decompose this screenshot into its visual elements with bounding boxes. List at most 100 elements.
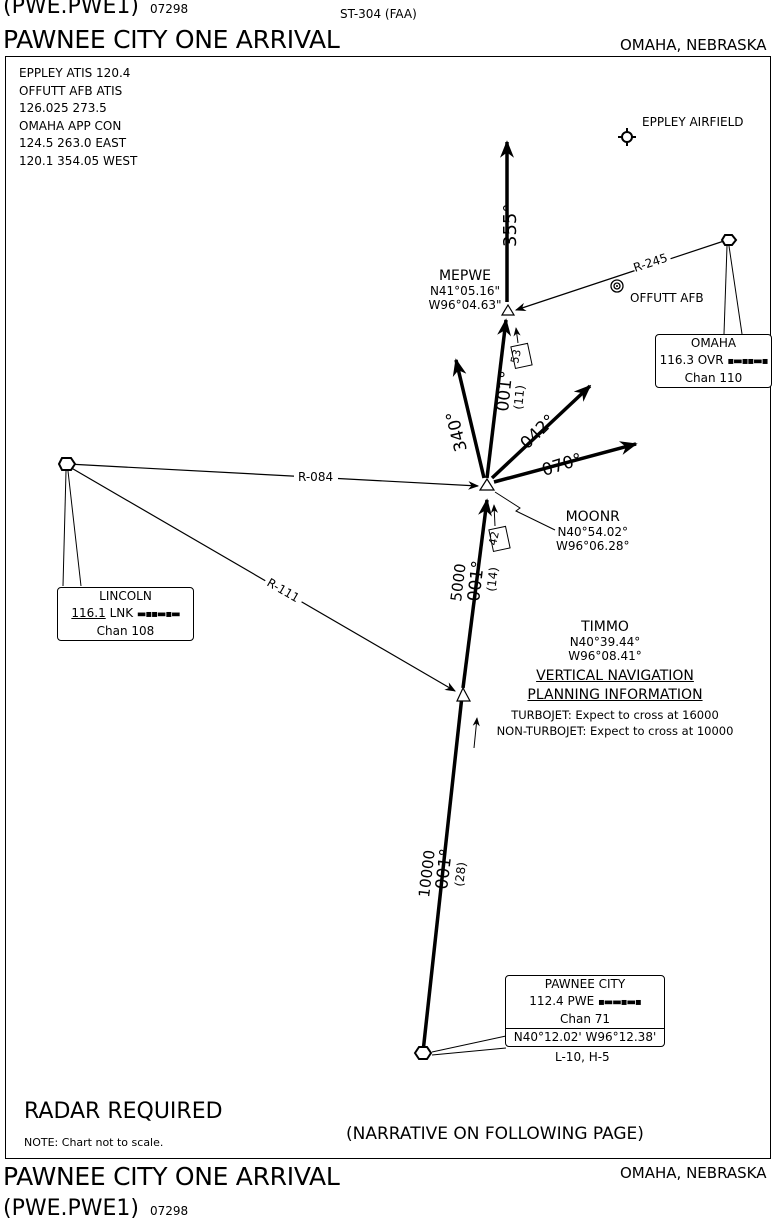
narrative-note: (NARRATIVE ON FOLLOWING PAGE) xyxy=(346,1124,644,1144)
moonr-lat: N40°54.02° xyxy=(557,525,629,539)
lincoln-name: LINCOLN xyxy=(99,589,152,603)
page-title-bottom: PAWNEE CITY ONE ARRIVAL xyxy=(3,1162,340,1191)
r084-line xyxy=(67,463,480,490)
comms-line: 126.025 273.5 xyxy=(19,101,107,115)
low-dist-label: (28) xyxy=(452,861,469,887)
vnav-block: VERTICAL NAVIGATION PLANNING INFORMATION… xyxy=(480,668,750,738)
procedure-code-text: (PWE.PWE1) xyxy=(3,0,139,19)
lincoln-leader xyxy=(62,470,67,587)
leg-070 xyxy=(493,441,638,484)
moonr-lon: W96°06.28° xyxy=(556,539,630,553)
comms-line: OMAHA APP CON xyxy=(19,118,122,133)
lincoln-chan: Chan 108 xyxy=(96,624,155,638)
lincoln-ident: LNK xyxy=(109,606,134,620)
mepwe-course-label: 001° xyxy=(493,370,517,413)
mepwe-dme-label: 53 xyxy=(508,348,524,364)
lincoln-vor-symbol xyxy=(57,457,77,471)
mepwe-dist-label: (11) xyxy=(511,384,527,410)
r084-label-bg xyxy=(294,468,338,484)
leg-moonr-mepwe xyxy=(485,318,512,479)
moonr-fix-symbol xyxy=(478,477,496,491)
vnav-title-1: VERTICAL NAVIGATION xyxy=(536,668,694,684)
moonr-dme-box xyxy=(488,525,511,553)
omaha-freq: 116.3 xyxy=(659,353,694,367)
lincoln-navaid-box: LINCOLN 116.1 LNK ▬▪▪▬▪▬ Chan 108 xyxy=(57,587,194,641)
course-070-label: 070° xyxy=(540,450,585,481)
mid-dist-label: (14) xyxy=(484,566,501,592)
chart-frame xyxy=(5,56,771,1159)
pawnee-freq-line: 112.4 PWE ▪▬▬▪▬▪ xyxy=(506,993,664,1011)
lincoln-freq: 116.1 xyxy=(71,606,106,620)
mepwe-dme-box xyxy=(510,342,533,370)
low-alt-label: 10000 xyxy=(415,849,439,899)
morse-code-icon: ▬▪▪▬▪▬ xyxy=(136,609,181,620)
omaha-freq-line: 116.3 OVR ▪▬▪▪▬▪ xyxy=(656,352,771,370)
moonr-dme-label: 42 xyxy=(486,530,502,546)
omaha-ident: OVR xyxy=(697,353,724,367)
mepwe-name: MEPWE xyxy=(438,268,492,284)
omaha-leader xyxy=(723,245,728,335)
chart-date: 07298 xyxy=(150,2,189,16)
pawnee-vor-symbol xyxy=(413,1046,433,1060)
pawnee-ident: PWE xyxy=(567,994,595,1008)
morse-code-icon: ▪▬▬▪▬▪ xyxy=(598,997,642,1008)
comms-block: EPPLEY ATIS 120.4 OFFUTT AFB ATIS 126.02… xyxy=(19,65,137,170)
comms-line: 120.1 354.05 WEST xyxy=(19,153,138,168)
r111-line xyxy=(67,465,456,692)
pawnee-navaid-box: PAWNEE CITY 112.4 PWE ▪▬▬▪▬▪ Chan 71 N40… xyxy=(505,975,665,1047)
mepwe-dme-arrow xyxy=(513,327,521,344)
timmo-fix-label: TIMMO N40°39.44° W96°08.41° xyxy=(555,619,655,663)
r245-line xyxy=(514,239,728,312)
moonr-name: MOONR xyxy=(565,509,620,525)
comms-line: EPPLEY ATIS 120.4 xyxy=(19,66,131,80)
course-042-label: 042° xyxy=(517,411,560,454)
morse-code-icon: ▪▬▪▪▬▪ xyxy=(727,356,768,367)
procedure-code-text: (PWE.PWE1) xyxy=(3,1196,139,1221)
timmo-lat: N40°39.44° xyxy=(569,635,641,649)
scale-note: NOTE: Chart not to scale. xyxy=(24,1136,164,1149)
moonr-fix-label: MOONR N40°54.02° W96°06.28° xyxy=(556,509,630,553)
timmo-arrow xyxy=(472,717,480,749)
leg-pawnee-timmo xyxy=(421,695,464,1053)
moonr-leader xyxy=(494,491,556,531)
omaha-vor-symbol xyxy=(720,234,738,246)
offutt-label: OFFUTT AFB xyxy=(630,291,704,305)
low-course-label: 001° xyxy=(432,848,457,891)
mid-alt-label: 5000 xyxy=(447,562,470,602)
leg-timmo-moonr xyxy=(461,498,492,689)
chart-date: 07298 xyxy=(150,1204,189,1218)
comms-line: OFFUTT AFB ATIS xyxy=(19,83,123,98)
pawnee-leader xyxy=(431,1035,507,1053)
r084-label: R-084 xyxy=(298,470,333,484)
eppley-airport-icon xyxy=(618,128,636,146)
procedure-code: (PWE.PWE1) 07298 xyxy=(3,0,188,19)
location-top: OMAHA, NEBRASKA xyxy=(620,36,767,54)
offutt-airport-icon xyxy=(610,279,624,293)
lincoln-freq-line: 116.1 LNK ▬▪▪▬▪▬ xyxy=(58,605,193,623)
leg-042 xyxy=(490,384,592,480)
omaha-chan: Chan 110 xyxy=(684,371,743,385)
mid-course-label: 001° xyxy=(464,560,489,603)
pawnee-chart-refs: L-10, H-5 xyxy=(555,1050,610,1064)
top-course-label: 355° xyxy=(500,204,521,247)
mepwe-lat: N41°05.16" xyxy=(429,284,501,298)
procedure-code-bottom: (PWE.PWE1) 07298 xyxy=(3,1196,188,1221)
chart-id: ST-304 (FAA) xyxy=(340,7,417,21)
eppley-label: EPPLEY AIRFIELD xyxy=(642,115,744,129)
vnav-turbojet: TURBOJET: Expect to cross at 16000 xyxy=(511,708,719,722)
pawnee-coords: N40°12.02' W96°12.38' xyxy=(506,1028,664,1046)
pawnee-leader xyxy=(431,1047,507,1056)
moonr-dme-arrow xyxy=(490,504,498,527)
omaha-leader xyxy=(728,245,743,335)
mepwe-fix-symbol xyxy=(500,303,516,316)
comms-line: 124.5 263.0 EAST xyxy=(19,136,127,150)
r111-label-bg xyxy=(260,574,306,610)
vnav-nonturbojet: NON-TURBOJET: Expect to cross at 10000 xyxy=(496,724,734,738)
pawnee-name: PAWNEE CITY xyxy=(544,977,626,991)
pawnee-freq: 112.4 xyxy=(529,994,564,1008)
r245-label-bg xyxy=(630,246,672,274)
omaha-navaid-box: OMAHA 116.3 OVR ▪▬▪▪▬▪ Chan 110 xyxy=(655,334,772,388)
vnav-title-2: PLANNING INFORMATION xyxy=(527,687,703,703)
timmo-name: TIMMO xyxy=(581,619,629,635)
